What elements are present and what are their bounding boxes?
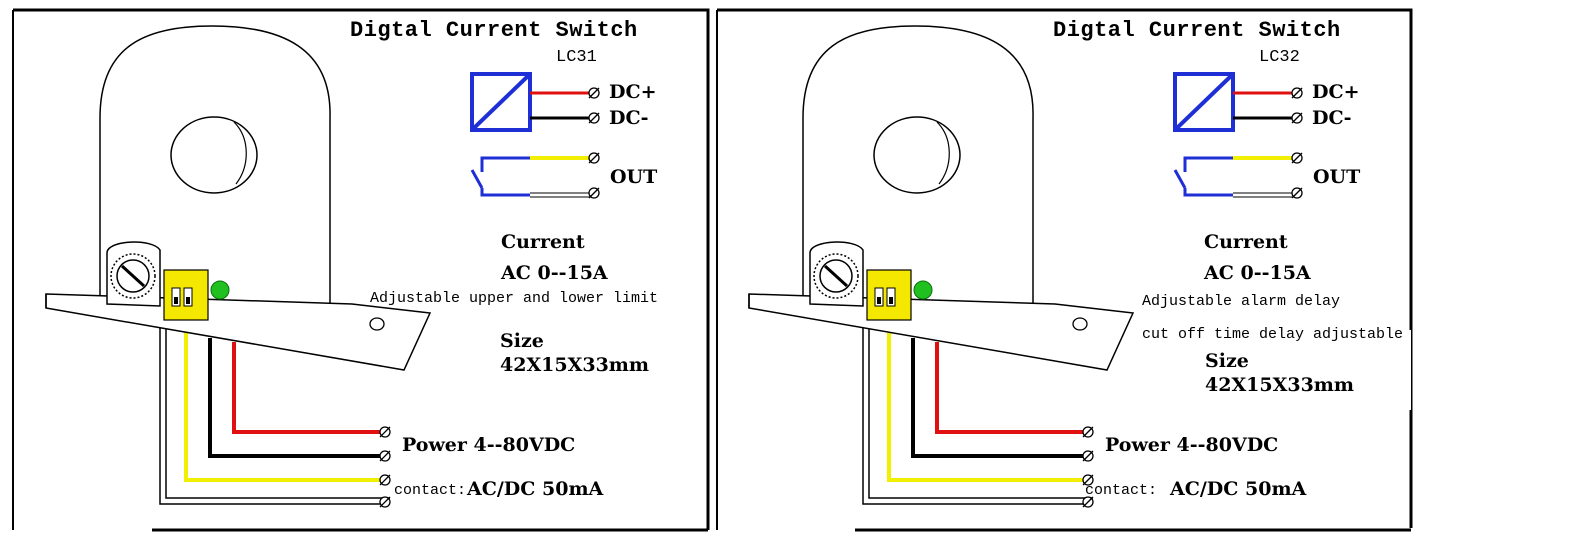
dc-plus-label: DC+: [609, 81, 657, 103]
potentiometer-icon: [809, 241, 864, 307]
device-drawing: [12, 8, 710, 532]
mount-hole: [369, 317, 385, 331]
feature-note: Adjustable alarm delay: [1142, 293, 1341, 310]
diagram-panel-lc31: Digtal Current Switch LC31 DC+ DC- OUT C…: [12, 8, 712, 532]
panel-frame: [13, 8, 710, 532]
sensor-hole: [873, 116, 961, 194]
power-label: Power 4--80VDC: [1105, 434, 1279, 456]
power-label: Power 4--80VDC: [402, 434, 576, 456]
contact-label: contact:: [394, 482, 467, 499]
feature-note: Adjustable upper and lower limit: [370, 290, 659, 307]
dip-switch-icon: [866, 269, 912, 321]
current-heading: Current: [501, 231, 585, 253]
dc-minus-label: DC-: [609, 107, 649, 129]
diagram-panel-lc32: Digtal Current Switch LC32 DC+ DC- OUT C…: [715, 8, 1415, 532]
output-contact-icon: [470, 156, 590, 198]
terminal-screws: [379, 87, 600, 508]
mount-hole: [1072, 317, 1088, 331]
terminal-screws: [1082, 87, 1303, 508]
contact-value: AC/DC 50mA: [1170, 478, 1307, 500]
current-range: AC 0--15A: [1204, 262, 1311, 284]
output-contact-icon: [1173, 156, 1293, 198]
current-range: AC 0--15A: [501, 262, 608, 284]
device-drawing: [716, 8, 1413, 532]
status-led-icon: [913, 280, 933, 300]
current-heading: Current: [1204, 231, 1288, 253]
sensor-hole: [170, 116, 258, 194]
contact-label: contact:: [1085, 482, 1158, 499]
diagram-title: Digtal Current Switch: [350, 18, 638, 43]
potentiometer-icon: [106, 241, 161, 307]
relay-symbol-icon: [1173, 72, 1293, 132]
output-wires: [862, 308, 1093, 505]
model-label: LC32: [1259, 48, 1300, 67]
size-value: 42X15X33mm: [500, 354, 650, 376]
relay-symbol-icon: [470, 72, 590, 132]
model-label: LC31: [556, 48, 597, 67]
dip-switch-icon: [163, 269, 209, 321]
status-led-icon: [210, 280, 230, 300]
base-plate: [748, 293, 1135, 371]
out-label: OUT: [1313, 166, 1361, 188]
frame-gap: [1355, 330, 1411, 410]
dc-minus-label: DC-: [1312, 107, 1352, 129]
output-wires: [159, 308, 390, 505]
size-value: 42X15X33mm: [1205, 374, 1355, 396]
feature-note: cut off time delay adjustable: [1142, 326, 1404, 343]
size-heading: Size: [1205, 350, 1249, 372]
size-heading: Size: [500, 330, 544, 352]
contact-value: AC/DC 50mA: [467, 478, 604, 500]
diagram-title: Digtal Current Switch: [1053, 18, 1341, 43]
dc-plus-label: DC+: [1312, 81, 1360, 103]
out-label: OUT: [610, 166, 658, 188]
